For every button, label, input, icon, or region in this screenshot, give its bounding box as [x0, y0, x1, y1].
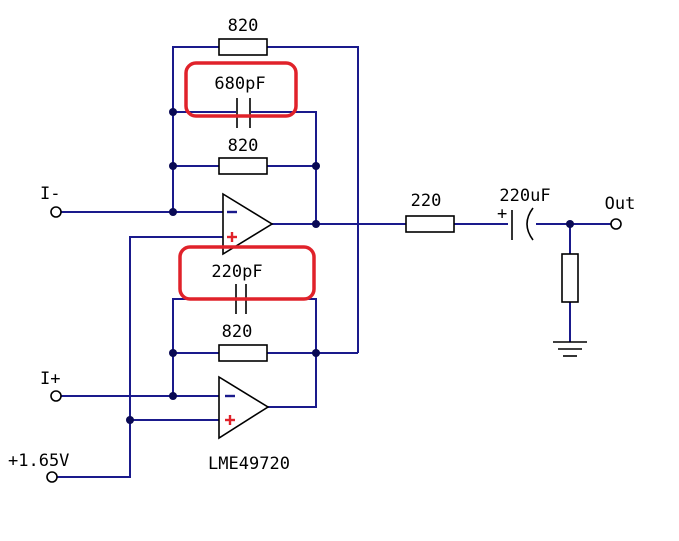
label-cap-polarity: + [497, 204, 507, 224]
resistor-r-shunt [561, 253, 579, 303]
terminal-bias [46, 471, 58, 483]
resistor-r-series [405, 215, 455, 233]
junction-dots [126, 108, 574, 424]
resistor-r-bottom [218, 344, 268, 362]
highlight-680pf [184, 61, 298, 118]
wires [56, 46, 615, 478]
opamp-1 [222, 192, 274, 256]
capacitor-220uf-symbol [508, 207, 536, 241]
terminals [46, 206, 622, 483]
label-out: Out [605, 194, 636, 214]
label-r-top-inner: 820 [228, 136, 259, 156]
label-r-series: 220 [411, 191, 442, 211]
label-c-220pf: 220pF [211, 262, 262, 282]
terminal-out [610, 218, 622, 230]
terminal-i-plus [50, 390, 62, 402]
highlight-220pf [178, 245, 316, 301]
resistor-r-top-inner [218, 157, 268, 175]
label-c-220uf: 220uF [499, 186, 550, 206]
resistor-r-top-outer [218, 38, 268, 56]
label-input-minus: I- [40, 184, 60, 204]
label-c-680pf: 680pF [214, 74, 265, 94]
label-bias-voltage: +1.65V [8, 451, 69, 471]
label-r-bottom: 820 [222, 322, 253, 342]
label-r-top-outer: 820 [228, 16, 259, 36]
opamp-2 [218, 375, 270, 440]
resistors [218, 38, 579, 362]
label-opamp-part: LME49720 [208, 454, 290, 474]
terminal-i-minus [50, 206, 62, 218]
label-input-plus: I+ [40, 369, 60, 389]
capacitor-680pf-symbol [236, 96, 251, 130]
ground-icon [553, 341, 587, 357]
